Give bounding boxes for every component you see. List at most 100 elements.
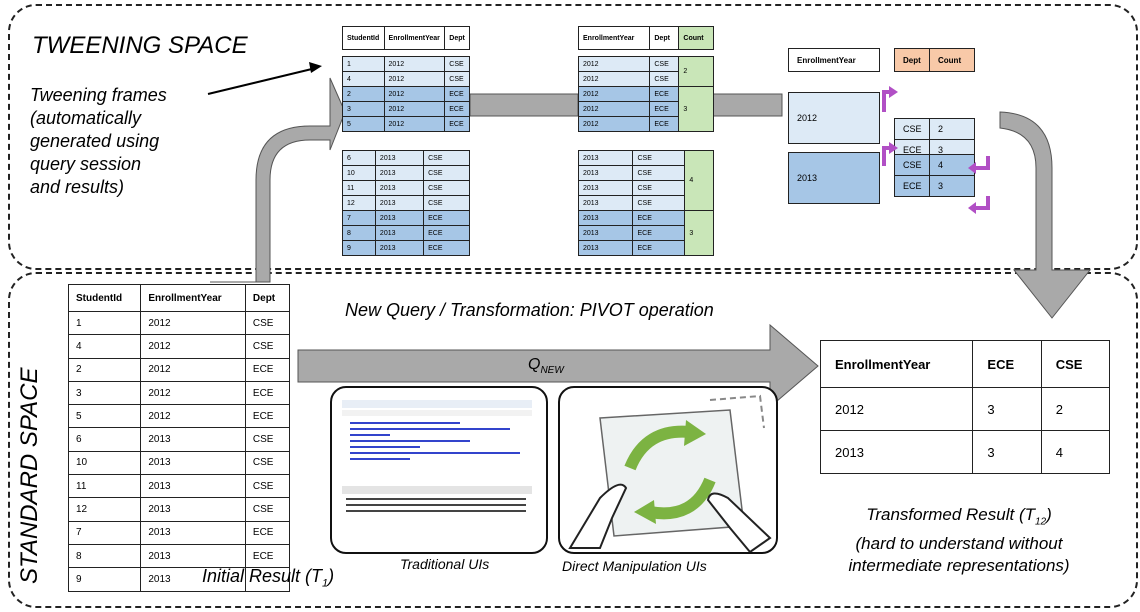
pivot-arrow-icon [968,162,976,174]
initial-row-cell: ECE [244,380,291,406]
tweening-caption-line: generated using [30,131,160,151]
initial-row-cell: 2013 [140,567,246,592]
pivot-arrow-icon [889,142,898,154]
frame3-count-2013-1: 3 [929,175,975,197]
initial-row-cell: 12 [67,497,142,522]
frame1-row-cell: 3 [342,101,385,117]
frame1-row-cell: ECE [444,116,470,132]
result-caption-sub: 12 [1034,516,1047,528]
result-row-cell: 2012 [819,387,974,431]
pointer-arrowhead [309,62,322,73]
frame2-row-cell: 2013 [577,180,634,196]
frame1-header-row-cell: EnrollmentYear [383,26,446,50]
pivot-arrow-icon [889,86,898,98]
frame2-row-cell: 2013 [577,150,634,166]
frame1-row-cell: 2013 [374,195,425,211]
initial-result-label-end: ) [328,566,335,586]
frame2-row-cell: CSE [632,150,686,166]
initial-row-cell: ECE [244,357,291,382]
initial-row-cell: 3 [67,380,142,406]
frame1-row-cell: 2013 [374,225,425,241]
direct-manipulation-thumbnail [558,386,778,554]
initial-row-cell: 2012 [140,357,246,382]
tweening-caption-line: query session [30,154,142,174]
frame2-row-cell: 3 [678,86,714,132]
frame2-header-row-cell: EnrollmentYear [577,26,651,50]
tweening-space-title: TWEENING SPACE [32,32,248,59]
pointer-arrow-line [207,67,317,95]
standard-space-box [8,272,1138,608]
frame2-row-cell: 3 [684,210,714,256]
frame1-row-cell: CSE [423,150,470,166]
initial-row-cell: CSE [244,497,291,522]
frame1-row-cell: ECE [423,240,470,256]
initial-row-cell: 5 [67,404,142,429]
initial-row-cell: CSE [244,427,291,452]
frame3-header-count: Count [929,48,975,72]
frame1-row-cell: 2 [342,86,385,102]
initial-row-cell: 4 [67,334,142,359]
frame2-row-cell: ECE [632,210,686,226]
initial-row-cell: 2012 [140,380,246,406]
q-new-main: Q [528,356,541,373]
frame2-row-cell: 2012 [577,86,651,102]
frame1-row-cell: 2013 [374,165,425,181]
frame3-header-year: EnrollmentYear [788,48,880,72]
frame1-row-cell: 7 [342,210,376,226]
initial-row-cell: CSE [244,474,291,499]
result-caption-line2: (hard to understand without [855,534,1063,554]
initial-row-cell: 2013 [140,450,246,476]
query-arrow [297,323,819,409]
curved-up-arrow [210,77,346,283]
initial-row-cell: 2013 [140,520,246,545]
frame1-row-cell: CSE [423,180,470,196]
initial-row-cell: 2012 [140,404,246,429]
initial-row-cell: 2 [67,357,142,382]
initial-header-row-cell: EnrollmentYear [140,284,246,312]
initial-row-cell: 10 [67,450,142,476]
initial-header-row-cell: Dept [244,284,291,312]
result-row-cell: 4 [1040,430,1111,474]
pivot-arrow-icon [974,156,990,170]
frame1-row-cell: CSE [444,71,470,87]
standard-space-title: STANDARD SPACE [16,367,43,584]
frame1-row-cell: 2012 [383,71,446,87]
frame1-row-cell: 5 [342,116,385,132]
frame1-row-cell: 2013 [374,210,425,226]
frame1-header-row-cell: Dept [444,26,470,50]
initial-row-cell: 8 [67,543,142,569]
frame2-row-cell: CSE [632,180,686,196]
result-caption-end: ) [1046,505,1052,524]
frame1-row-cell: 11 [342,180,376,196]
tweening-space-box [8,4,1138,270]
initial-row-cell: ECE [244,543,291,569]
frame1-row-cell: 12 [342,195,376,211]
frame3-year-2012: 2012 [788,92,880,144]
initial-row-cell: 2013 [140,497,246,522]
initial-result-label: Initial Result (T1) [202,566,334,590]
frame1-row-cell: 8 [342,225,376,241]
